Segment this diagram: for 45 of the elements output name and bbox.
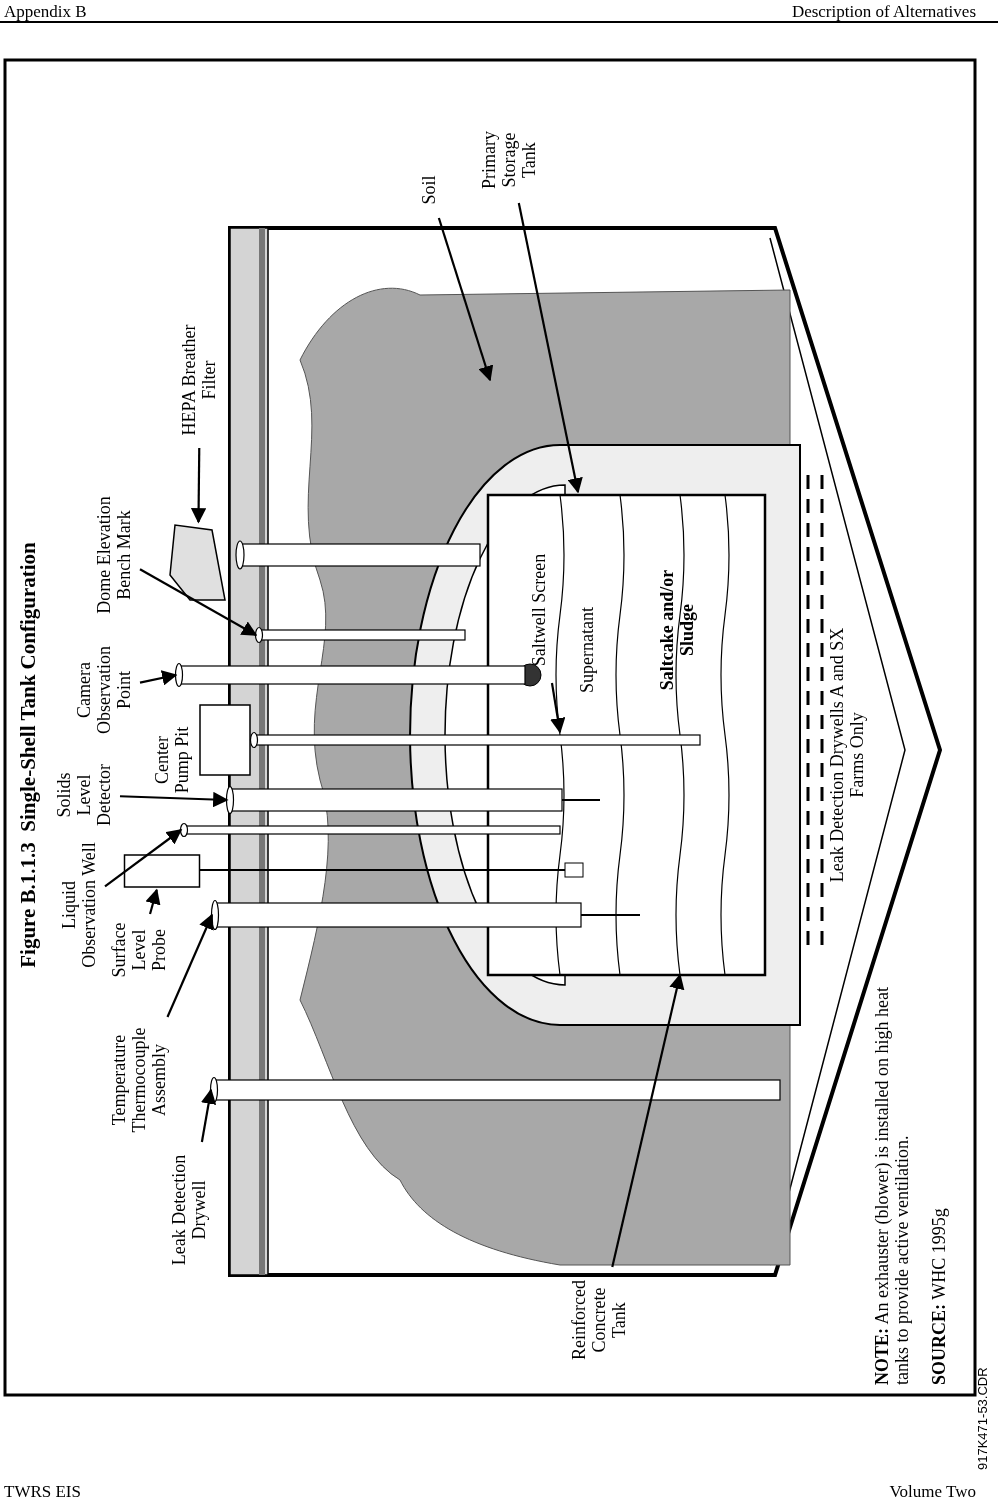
part-label: Center Pump Pit <box>153 725 193 796</box>
callout-label: Solids Level Detector <box>53 755 117 835</box>
leader-arrow <box>550 682 566 734</box>
leader-arrow <box>139 670 178 686</box>
riser-pipe <box>179 822 561 838</box>
part-label: Leak Detection Drywells A and SX Farms Only <box>828 626 868 885</box>
part-label: Supernatant <box>578 606 598 695</box>
callout-label: Temperature Thermocouple Assembly <box>108 1020 172 1140</box>
callout-label: Primary Storage Tank <box>478 120 542 200</box>
riser-pipe <box>254 626 466 644</box>
page-header-text: TWRS EIS <box>4 1482 81 1500</box>
callout-label: Leak Detection Drywell <box>168 1145 212 1275</box>
riser-pipe <box>210 899 582 931</box>
part-label: Saltcake and/or Sludge <box>658 568 698 693</box>
leader-arrow <box>145 888 161 915</box>
page-header-text: Appendix B <box>4 2 87 22</box>
riser-pipe <box>225 785 563 815</box>
riser-pipe <box>174 662 526 688</box>
page-header-text: Description of Alternatives <box>791 2 976 22</box>
callout-label: Soil <box>418 165 442 215</box>
note-text: 917K471-53.CDR <box>976 1366 991 1470</box>
callout-label: HEPA Breather Filter <box>178 315 222 445</box>
callout-label: Saltwell Screen <box>528 540 552 680</box>
leader-arrow <box>437 217 494 382</box>
leader-arrow <box>139 568 258 636</box>
note-text: SOURCE: WHC 1995g <box>930 1207 950 1385</box>
leader-arrow <box>611 973 685 1268</box>
leader-arrow <box>200 1088 217 1143</box>
callout-label: Camera Observation Point <box>73 635 137 745</box>
probe-housing <box>123 854 201 888</box>
callout-label: Reinforced Concrete Tank <box>568 1270 632 1370</box>
callout-label: Surface Level Probe <box>108 917 172 983</box>
figure-title: Figure B.1.1.3 Single-Shell Tank Configuration <box>16 541 41 970</box>
leader-arrow <box>104 829 183 888</box>
breather-filter <box>169 524 226 601</box>
callout-label: Dome Elevation Bench Mark <box>93 490 137 620</box>
riser-pipe <box>209 1076 781 1104</box>
leader-arrow <box>517 202 583 494</box>
leader-arrow <box>190 448 207 524</box>
page-header-text: Volume Two <box>889 1482 976 1500</box>
note-text: NOTE: An exhauster (blower) is installed on high heat tanks to provide active ventilation. <box>873 986 913 1385</box>
saltwell-pipe <box>249 731 701 749</box>
leader-arrow <box>166 913 214 1018</box>
leader-arrow <box>119 791 229 808</box>
callout-label: Liquid Observation Well <box>58 840 102 970</box>
